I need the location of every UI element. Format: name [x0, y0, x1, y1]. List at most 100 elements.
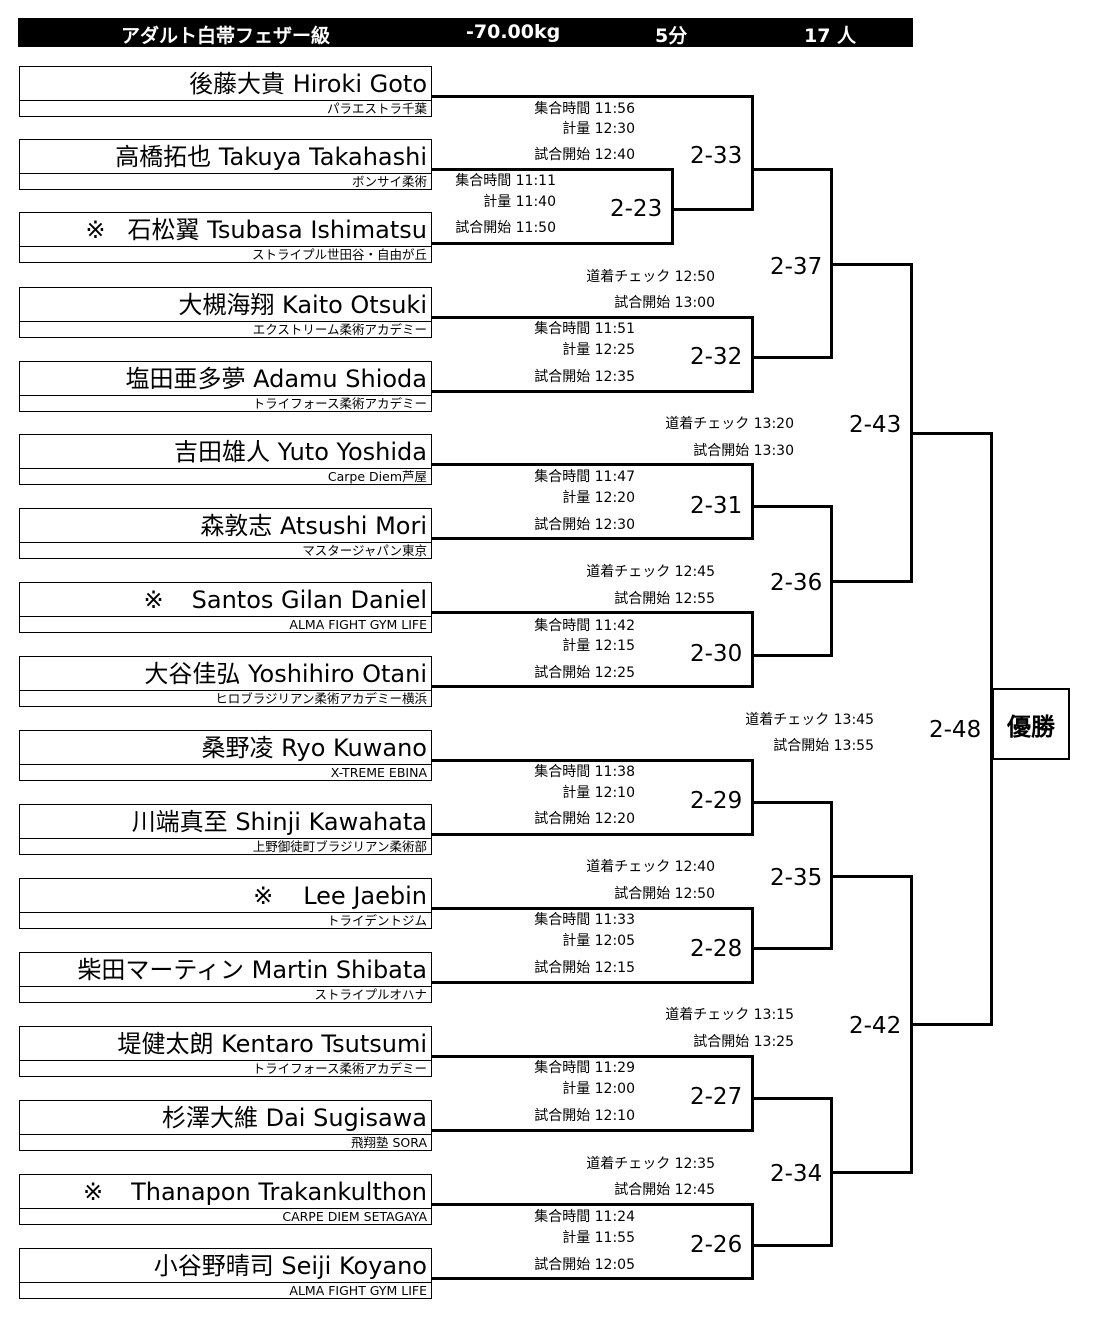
player-name: 高橋拓也 Takuya Takahashi — [115, 143, 427, 171]
match-time: 試合開始 13:30 — [693, 443, 794, 459]
seed-mark: ※ — [82, 1178, 104, 1206]
player-team: CARPE DIEM SETAGAYA — [282, 1209, 427, 1224]
bracket-line — [751, 801, 833, 804]
champion-box: 優勝 — [992, 688, 1070, 760]
bracket-line — [751, 947, 833, 950]
match-number: 2-43 — [849, 412, 902, 438]
bracket-line — [910, 1023, 993, 1026]
player-entry: 柴田マーティン Martin Shibata ストライプルオハナ — [19, 952, 432, 1003]
match-number: 2-32 — [690, 344, 743, 370]
player-entry: 森敦志 Atsushi Mori マスタージャパン東京 — [19, 508, 432, 559]
match-time: 集合時間 11:42 — [534, 618, 635, 634]
bracket-line — [751, 356, 833, 359]
match-time: 計量 12:05 — [562, 933, 635, 949]
match-number: 2-30 — [690, 641, 743, 667]
player-entry: 大槻海翔 Kaito Otsuki エクストリーム柔術アカデミー — [19, 287, 432, 338]
player-team: ストライプルオハナ — [314, 987, 427, 1002]
match-time: 計量 11:40 — [483, 194, 556, 210]
divider — [20, 616, 431, 617]
player-name: 吉田雄人 Yuto Yoshida — [174, 438, 427, 466]
match-time: 計量 12:20 — [562, 490, 635, 506]
player-team: エクストリーム柔術アカデミー — [252, 322, 427, 337]
match-time: 集合時間 11:51 — [534, 321, 635, 337]
match-time: 道着チェック 12:50 — [586, 269, 715, 285]
player-entry: 吉田雄人 Yuto Yoshida Carpe Diem芦屋 — [19, 434, 432, 485]
seed-mark: ※ — [143, 586, 164, 614]
bracket-line — [432, 1129, 754, 1132]
player-team: マスタージャパン東京 — [302, 543, 427, 558]
match-time: 道着チェック 13:15 — [665, 1007, 794, 1023]
player-team: パラエストラ千葉 — [326, 101, 427, 116]
player-team: トライフォース柔術アカデミー — [252, 1061, 427, 1076]
match-number: 2-36 — [770, 570, 823, 596]
player-name: 大谷佳弘 Yoshihiro Otani — [144, 660, 427, 688]
player-team: トライフォース柔術アカデミー — [252, 396, 427, 411]
bracket-line — [432, 759, 754, 762]
bracket-line — [432, 242, 674, 245]
player-name: 大槻海翔 Kaito Otsuki — [178, 291, 427, 319]
match-time: 計量 12:15 — [562, 638, 635, 654]
bracket-line — [671, 208, 754, 211]
match-time: 道着チェック 13:45 — [745, 712, 874, 728]
divider — [20, 912, 431, 913]
division-header: アダルト白帯フェザー級 -70.00kg 5分 17 人 — [18, 18, 913, 47]
player-name: 小谷野晴司 Seiji Koyano — [153, 1252, 427, 1280]
divider — [20, 1134, 431, 1135]
player-name: ※石松翼 Tsubasa Ishimatsu — [85, 216, 427, 244]
bracket-line — [671, 168, 674, 245]
bracket-line — [432, 611, 754, 614]
player-entry: ※Thanapon Trakankulthon CARPE DIEM SETAG… — [19, 1174, 432, 1225]
match-number: 2-27 — [690, 1084, 743, 1110]
match-number: 2-31 — [690, 493, 743, 519]
bracket-line — [432, 1277, 754, 1280]
match-time: 試合開始 12:25 — [534, 665, 635, 681]
match-time: 試合開始 13:25 — [693, 1034, 794, 1050]
divider — [20, 1208, 431, 1209]
player-name: 堤健太朗 Kentaro Tsutsumi — [117, 1030, 428, 1058]
player-entry: 塩田亜多夢 Adamu Shioda トライフォース柔術アカデミー — [19, 361, 432, 412]
bracket-line — [432, 95, 754, 98]
match-time: 試合開始 12:40 — [534, 147, 635, 163]
bracket-line — [751, 759, 754, 836]
player-name: 塩田亜多夢 Adamu Shioda — [125, 365, 427, 393]
divider — [20, 395, 431, 396]
divider — [20, 542, 431, 543]
bracket-line — [432, 537, 754, 540]
match-time: 計量 12:10 — [562, 785, 635, 801]
player-team: ボンサイ柔術 — [351, 174, 427, 189]
match-time: 試合開始 13:00 — [614, 295, 715, 311]
match-time: 試合開始 12:20 — [534, 811, 635, 827]
player-entry: 堤健太朗 Kentaro Tsutsumi トライフォース柔術アカデミー — [19, 1026, 432, 1077]
player-team: Carpe Diem芦屋 — [327, 469, 427, 484]
division-title: アダルト白帯フェザー級 — [121, 25, 331, 47]
bracket-line — [910, 432, 993, 435]
player-name: 森敦志 Atsushi Mori — [200, 512, 427, 540]
bracket-line — [432, 1203, 754, 1206]
bracket-line — [432, 833, 754, 836]
match-time: 集合時間 11:33 — [534, 912, 635, 928]
player-entry: 大谷佳弘 Yoshihiro Otani ヒロブラジリアン柔術アカデミー横浜 — [19, 656, 432, 707]
seed-mark: ※ — [253, 882, 274, 910]
divider — [20, 764, 431, 765]
match-time: 試合開始 12:55 — [614, 591, 715, 607]
match-time: 集合時間 11:38 — [534, 764, 635, 780]
bracket-line — [751, 95, 754, 211]
match-duration: 5分 — [655, 25, 688, 47]
match-time: 試合開始 12:05 — [534, 1257, 635, 1273]
bracket-line — [751, 1244, 833, 1247]
bracket-line — [751, 654, 833, 657]
player-name: 川端真至 Shinji Kawahata — [131, 808, 427, 836]
match-number: 2-23 — [610, 196, 663, 222]
divider — [20, 321, 431, 322]
match-time: 集合時間 11:56 — [534, 101, 635, 117]
match-time: 計量 12:25 — [562, 342, 635, 358]
competitor-count: 17 人 — [804, 25, 857, 47]
match-number: 2-28 — [690, 936, 743, 962]
player-team: ALMA FIGHT GYM LIFE — [289, 1283, 427, 1298]
match-time: 試合開始 12:50 — [614, 886, 715, 902]
match-time: 集合時間 11:24 — [534, 1209, 635, 1225]
bracket-line — [751, 1055, 754, 1132]
bracket-line — [830, 580, 913, 583]
match-time: 試合開始 12:30 — [534, 517, 635, 533]
match-time: 計量 12:30 — [562, 121, 635, 137]
